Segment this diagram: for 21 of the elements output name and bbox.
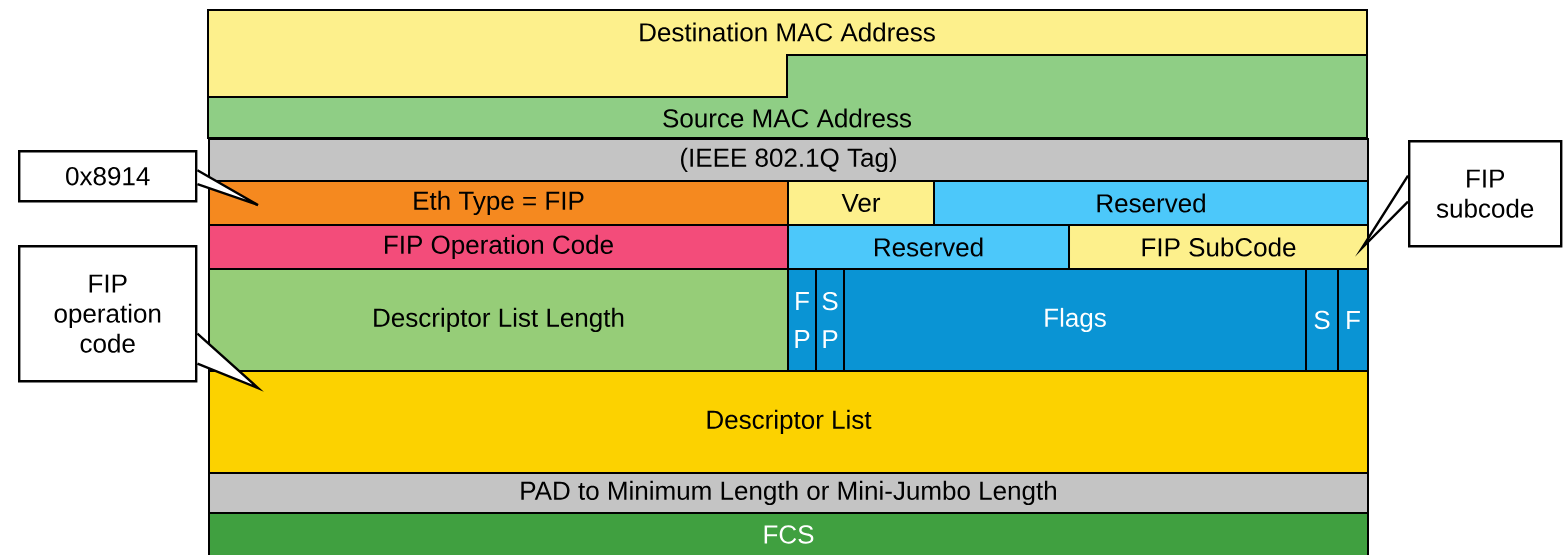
- tag-field: (IEEE 802.1Q Tag): [208, 138, 1369, 182]
- subcode-field: FIP SubCode: [1068, 224, 1369, 270]
- flag-bit-field: S: [1305, 268, 1339, 372]
- descriptor-list-field: Descriptor List: [208, 370, 1369, 474]
- reserved-field: Reserved: [933, 180, 1369, 226]
- reserved-field: Reserved: [787, 224, 1070, 270]
- callout-pointer: [1355, 174, 1410, 257]
- flag-bit-field: S P: [815, 268, 845, 372]
- callout-box: FIP operation code: [18, 245, 198, 383]
- ethtype-field: Eth Type = FIP: [208, 180, 789, 226]
- length-field: Descriptor List Length: [208, 268, 789, 372]
- fcs-field: FCS: [208, 512, 1369, 555]
- callout-pointer: [196, 332, 264, 392]
- flag-bit-field: F P: [787, 268, 817, 372]
- destination-address-field: Destination MAC Address: [207, 9, 1368, 98]
- version-field: Ver: [787, 180, 935, 226]
- pad-field: PAD to Minimum Length or Mini-Jumbo Length: [208, 472, 1369, 514]
- callout-pointer: [196, 169, 260, 207]
- flag-bit-field: F: [1337, 268, 1369, 372]
- source-address-field: Source MAC Address: [207, 54, 1368, 139]
- opcode-field: FIP Operation Code: [208, 224, 789, 270]
